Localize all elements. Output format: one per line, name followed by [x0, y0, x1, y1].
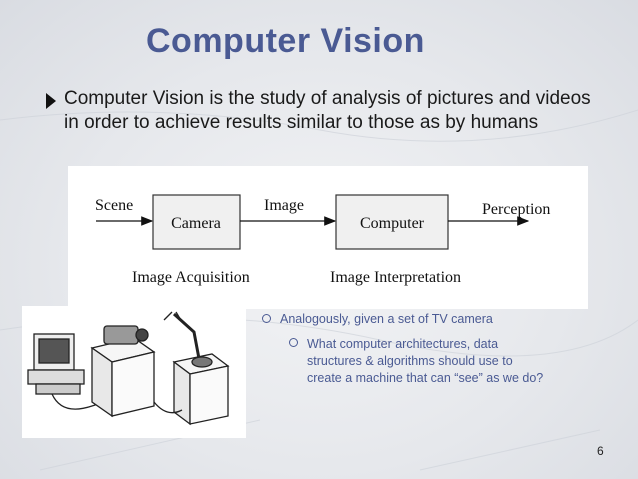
main-bullet-text: Computer Vision is the study of analysis…: [64, 88, 591, 133]
slide-title: Computer Vision: [146, 22, 425, 60]
camera-label: Camera: [171, 215, 221, 232]
sub-bullet-level1-text: Analogously, given a set of TV camera: [280, 312, 493, 326]
bullet-arrow-icon: [46, 93, 56, 109]
computer-box: [335, 194, 449, 250]
sub-bullet-level1: Analogously, given a set of TV camera: [262, 312, 493, 326]
circle-bullet-icon: [289, 338, 298, 347]
computer-camera-robot-illustration: [22, 306, 246, 438]
image-label: Image: [264, 197, 304, 214]
page-number: 6: [597, 444, 604, 458]
interpretation-label: Image Interpretation: [330, 269, 461, 286]
acquisition-label: Image Acquisition: [132, 269, 250, 286]
computer-label: Computer: [360, 215, 425, 232]
scene-label: Scene: [95, 197, 133, 214]
vision-pipeline-diagram: Scene Camera Image Computer Perception I…: [68, 166, 588, 309]
perception-label: Perception: [482, 201, 550, 218]
camera-box: [152, 194, 241, 250]
sub-bullet-level2: What computer architectures, data struct…: [289, 336, 549, 387]
sub-bullet-level2-text: What computer architectures, data struct…: [307, 337, 544, 385]
circle-bullet-icon: [262, 314, 271, 323]
